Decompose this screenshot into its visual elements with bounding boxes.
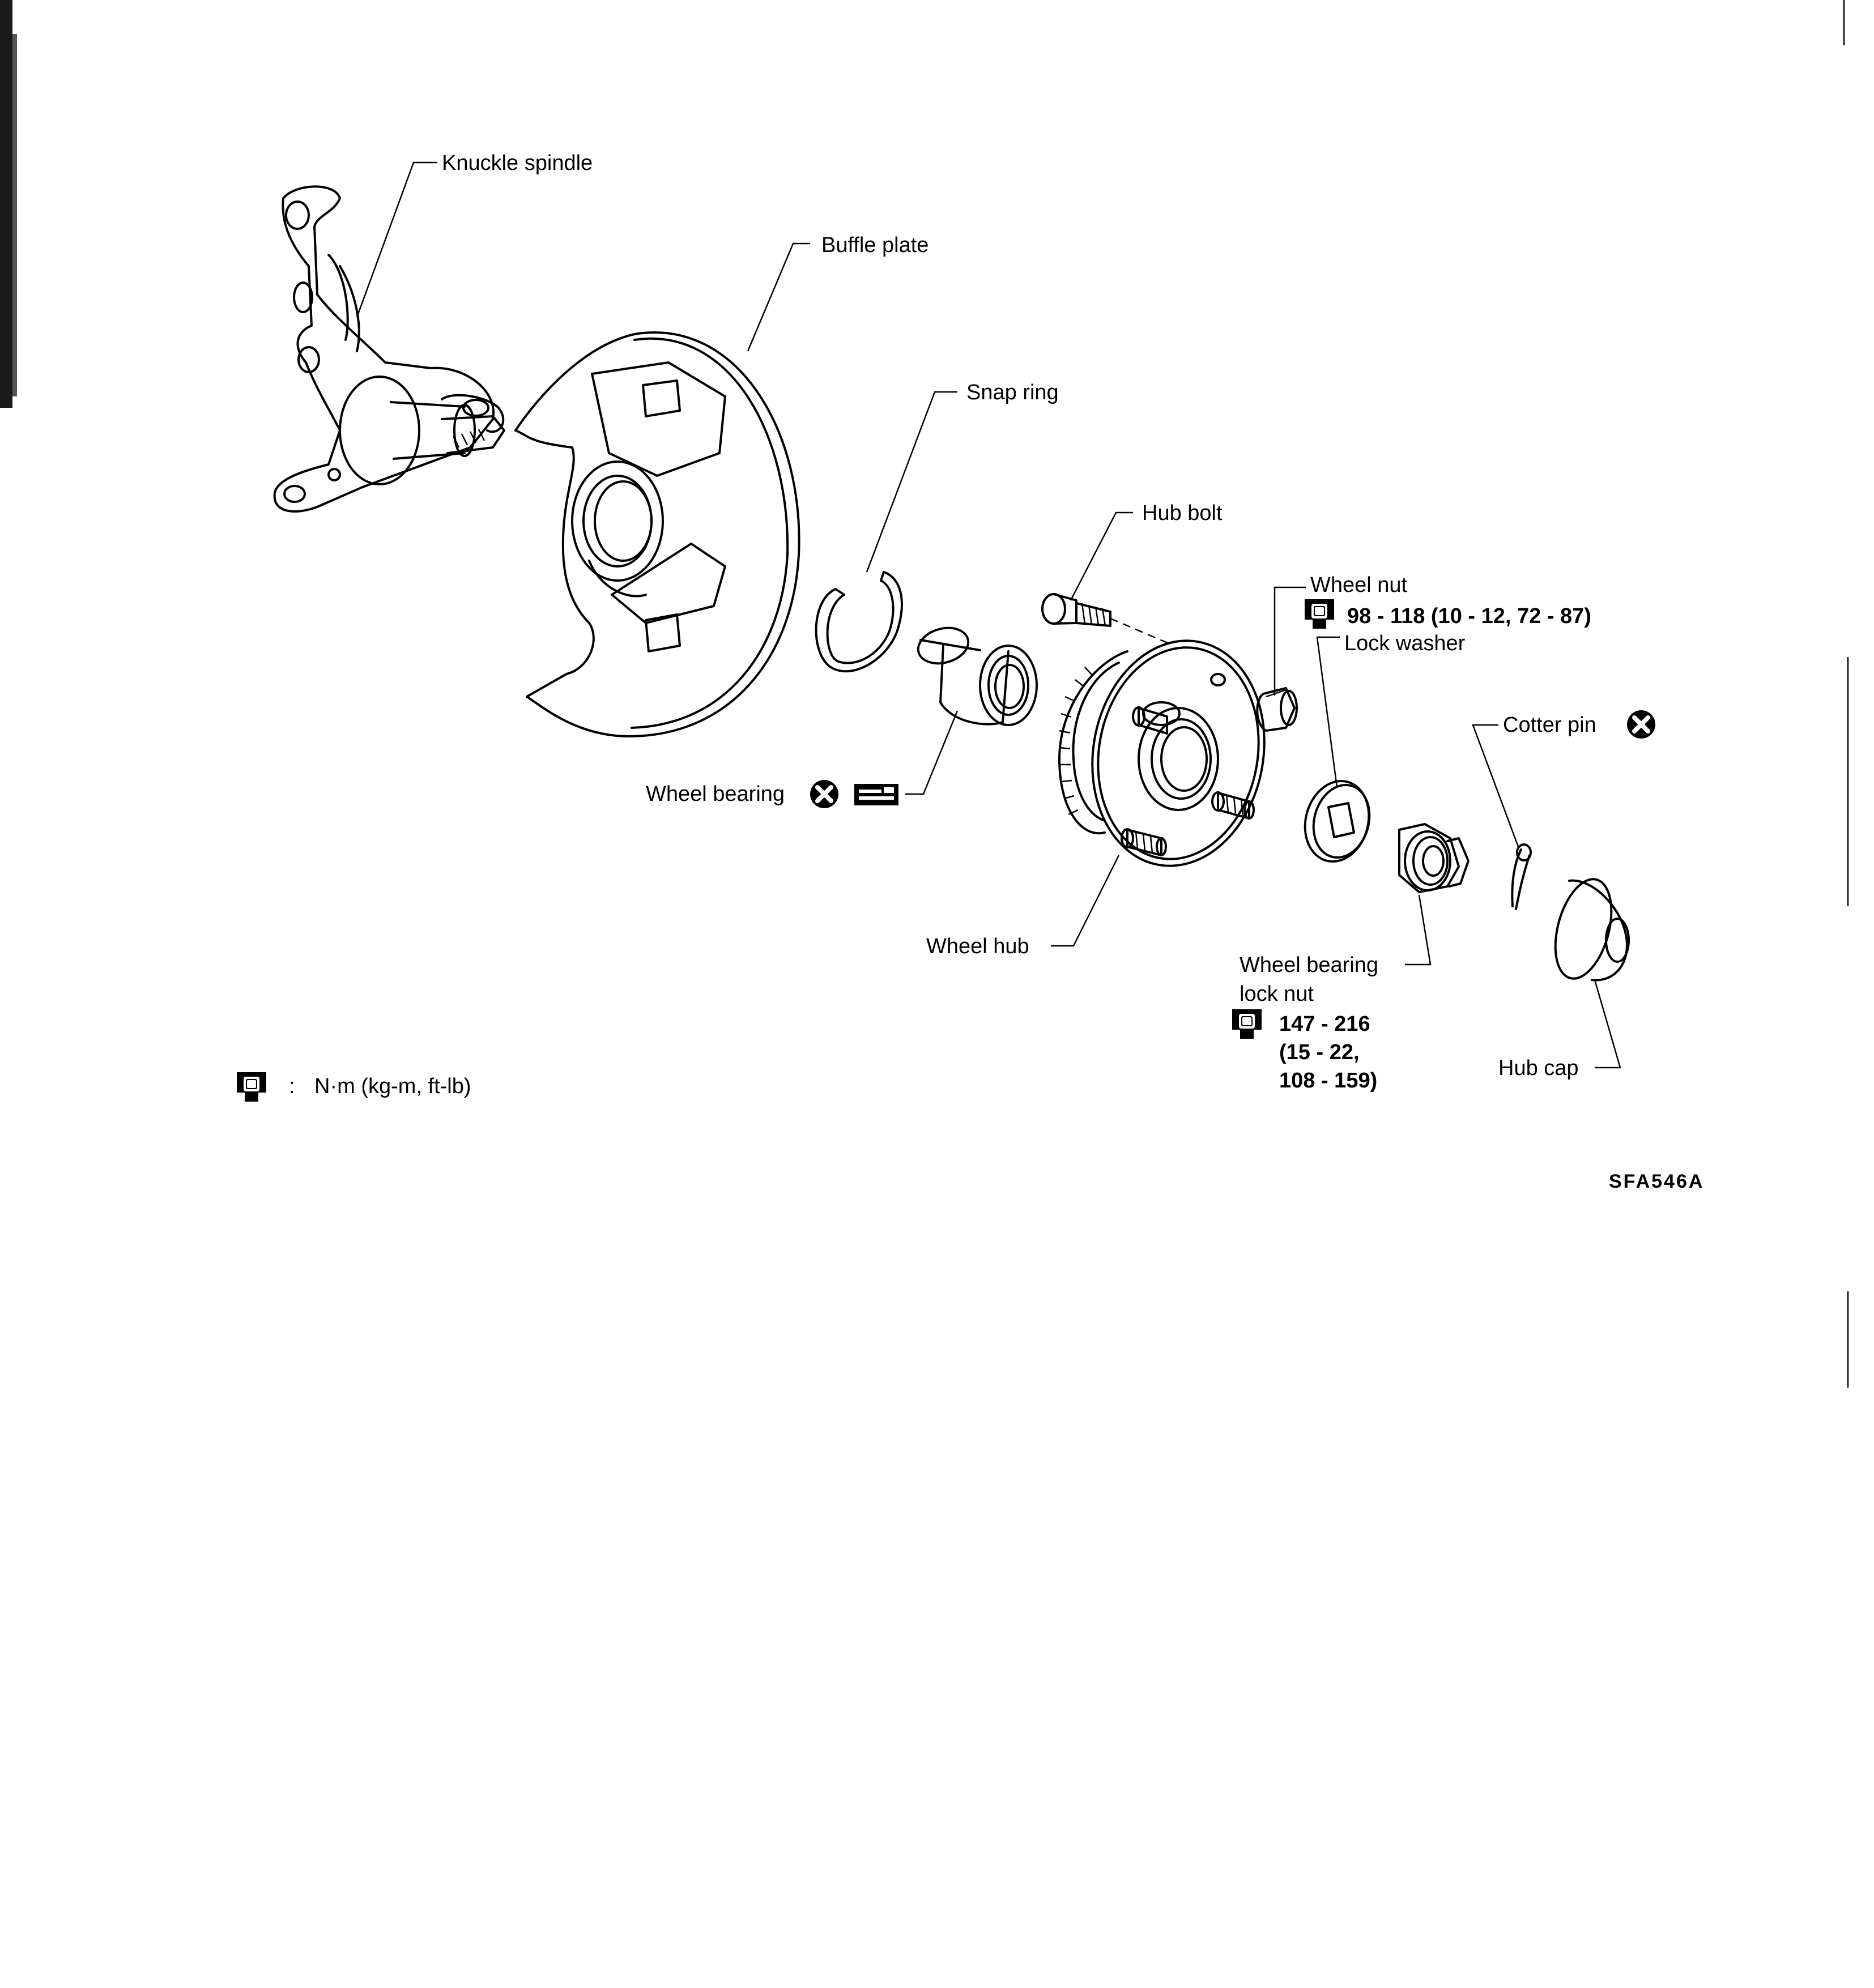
torque-wrench-icon [237,1072,266,1102]
label-lock-nut-line2: lock nut [1240,982,1314,1006]
label-cotter-pin: Cotter pin [1503,710,1655,739]
scan-edge-marks [0,0,1849,1388]
label-buffle-plate: Buffle plate [821,233,929,257]
wheel-bearing-drawing [917,626,1038,726]
label-lock-nut-line1: Wheel bearing [1240,953,1378,977]
hub-cap-drawing [1554,878,1630,982]
label-hub-bolt: Hub bolt [1142,501,1223,525]
snap-ring-drawing [815,571,903,673]
label-snap-ring: Snap ring [966,381,1059,404]
wheel-nut-drawing [1256,687,1298,732]
label-wheel-bearing-text: Wheel bearing [646,782,785,806]
label-hub-cap: Hub cap [1498,1056,1579,1080]
leader-lines [356,161,1621,1069]
knuckle-spindle-drawing [273,185,505,513]
lock-washer-drawing [1304,780,1371,863]
label-hub-bolt-text: Hub bolt [1142,501,1223,525]
label-wheel-hub: Wheel hub [926,935,1029,958]
label-buffle-plate-text: Buffle plate [821,233,929,257]
replace-x-icon [1627,710,1655,739]
label-knuckle-spindle-text: Knuckle spindle [442,151,593,175]
wheel-hub-drawing [1058,639,1266,867]
cotter-pin-drawing [1511,843,1532,910]
torque-wrench-icon [1232,1009,1262,1039]
wheel-bearing-lock-nut-drawing [1398,823,1470,893]
label-lock-washer-text: Lock washer [1344,632,1466,655]
label-wheel-bearing-lock-nut: Wheel bearing lock nut 147 - 216 (15 - 2… [1232,953,1378,1093]
wheel-studs [1121,706,1255,856]
wheel-nut-torque: 98 - 118 (10 - 12, 72 - 87) [1347,604,1591,628]
label-hub-cap-text: Hub cap [1498,1056,1579,1080]
legend-separator: : [289,1074,295,1098]
label-lock-washer: Lock washer [1344,632,1466,655]
label-wheel-nut: Wheel nut 98 - 118 (10 - 12, 72 - 87) [1305,573,1591,629]
lock-nut-torque-line3: 108 - 159) [1279,1069,1377,1093]
legend-units: N·m (kg-m, ft-lb) [314,1074,471,1098]
buffle-plate-drawing [514,331,800,737]
label-wheel-hub-text: Wheel hub [926,935,1029,958]
label-wheel-nut-text: Wheel nut [1310,573,1408,597]
replace-x-icon [810,780,838,808]
label-snap-ring-text: Snap ring [966,381,1059,404]
torque-wrench-icon [1305,599,1334,629]
label-cotter-pin-text: Cotter pin [1503,713,1596,737]
figure-code: SFA546A [1609,1171,1704,1192]
lock-nut-torque-line2: (15 - 22, [1279,1040,1360,1064]
lock-nut-torque-line1: 147 - 216 [1279,1012,1370,1036]
grease-icon [854,784,898,805]
label-wheel-bearing: Wheel bearing [646,780,898,808]
torque-legend: : N·m (kg-m, ft-lb) [237,1072,471,1102]
label-knuckle-spindle: Knuckle spindle [442,151,593,175]
